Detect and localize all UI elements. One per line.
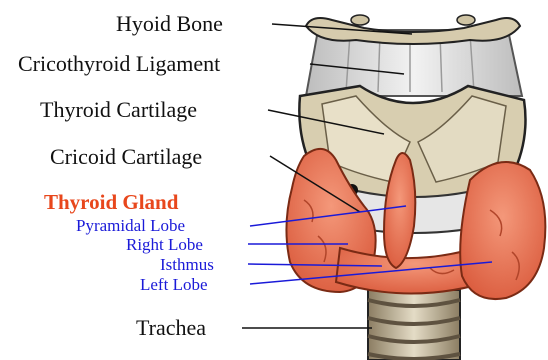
label-cricoid-cartilage: Cricoid Cartilage xyxy=(50,146,202,168)
label-cricothyroid-ligament: Cricothyroid Ligament xyxy=(18,53,220,75)
label-thyroid-gland: Thyroid Gland xyxy=(44,192,178,213)
trachea-shape xyxy=(368,290,460,360)
label-right-lobe: Right Lobe xyxy=(126,236,203,253)
label-hyoid-bone: Hyoid Bone xyxy=(116,13,223,35)
label-thyroid-cartilage: Thyroid Cartilage xyxy=(40,99,197,121)
label-isthmus: Isthmus xyxy=(160,256,214,273)
label-left-lobe: Left Lobe xyxy=(140,276,208,293)
label-pyramidal-lobe: Pyramidal Lobe xyxy=(76,217,185,234)
label-trachea: Trachea xyxy=(136,317,206,339)
